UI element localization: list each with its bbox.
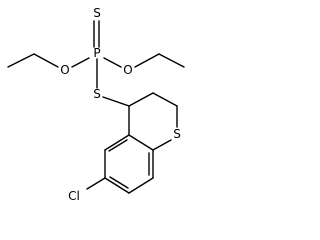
bond-o-ch2-right — [134, 53, 160, 68]
atom-label-oxygen-right: O — [123, 63, 132, 77]
atom-label-thioether-sulfur: S — [93, 87, 101, 101]
bond-ch2-ch3-right — [158, 53, 185, 68]
bond-p-o-right — [103, 57, 122, 68]
bond-p-o-left — [71, 57, 90, 68]
atom-label-oxygen-left: O — [60, 63, 69, 77]
bond-c4-c3 — [128, 92, 154, 107]
bond-aromatic-inner-1 — [108, 139, 128, 152]
atom-label-ring-sulfur: S — [173, 127, 181, 141]
bond-c4a-c5 — [104, 134, 130, 151]
bond-aromatic-inner-2 — [109, 176, 129, 189]
bond-c3-c2 — [152, 92, 178, 107]
atom-label-phosphorus: P — [93, 46, 100, 60]
bond-s-c4 — [102, 96, 130, 107]
bond-c6-cl — [86, 177, 106, 190]
bond-c8a-c4a — [128, 134, 154, 151]
bond-ch2-ch3-left — [7, 53, 35, 68]
bond-c6-c7 — [104, 177, 130, 194]
bond-s1-c8a — [152, 139, 172, 151]
bond-c7-c8 — [128, 177, 154, 194]
atom-label-chlorine: Cl — [68, 189, 80, 203]
molecule-structure: S P O O S S Cl — [7, 6, 185, 203]
bond-o-ch2-left — [33, 53, 59, 68]
atom-labels: S P O O S S Cl — [60, 6, 181, 203]
atom-label-thiono-sulfur: S — [93, 6, 101, 20]
bonds — [7, 20, 185, 194]
